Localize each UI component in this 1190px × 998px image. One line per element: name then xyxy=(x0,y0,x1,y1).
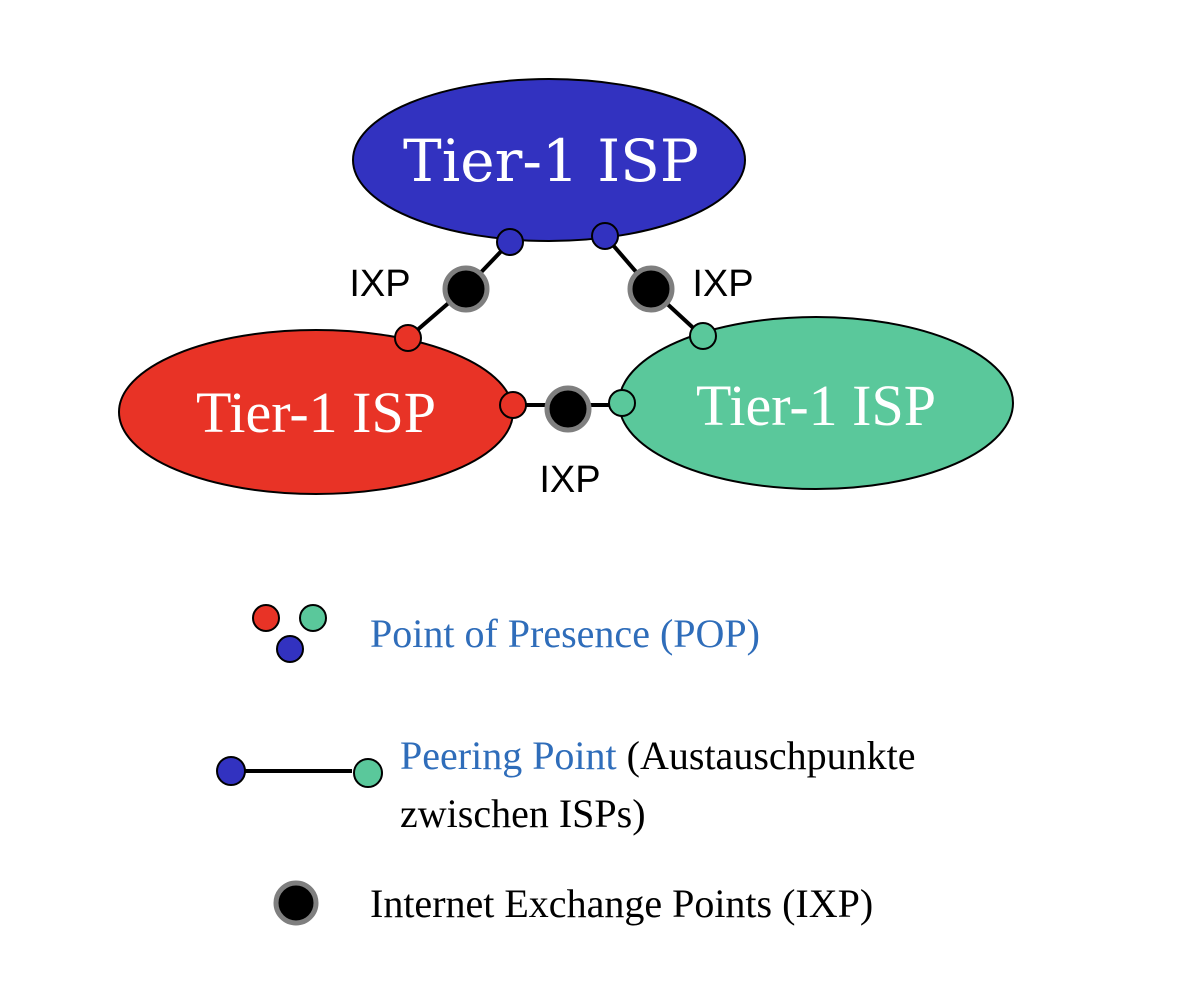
pop-left-right xyxy=(499,391,527,419)
legend-peering-blue-icon xyxy=(216,756,246,786)
legend-ixp-icon xyxy=(273,880,319,926)
legend-pop-green-icon xyxy=(299,604,327,632)
legend-peering-label-rest: (Austausch­punkte xyxy=(616,733,916,778)
legend-peering-green-icon xyxy=(353,758,383,788)
ixp-top-right-label: IXP xyxy=(692,263,753,305)
legend-peering-line1: Peering Point (Austausch­punkte xyxy=(400,732,916,780)
pop-right-left xyxy=(608,389,636,417)
pop-left-top xyxy=(394,324,422,352)
legend-pop-blue-icon xyxy=(276,635,304,663)
isp-top-label: Tier-1 ISP xyxy=(403,127,699,195)
pop-top-left xyxy=(496,228,524,256)
legend-pop-red-icon xyxy=(252,604,280,632)
ixp-top-left-icon xyxy=(442,265,490,313)
pop-top-right xyxy=(591,222,619,250)
isp-right-label: Tier-1 ISP xyxy=(696,373,936,438)
ixp-bottom-label: IXP xyxy=(539,459,600,501)
legend-peering-line2: zwischen ISPs) xyxy=(400,791,646,836)
pop-right-top xyxy=(689,322,717,350)
legend-pop-label: Point of Presence (POP) xyxy=(370,611,760,656)
legend-peering-label-blue: Peering Point xyxy=(400,733,617,778)
isp-top-ellipse xyxy=(352,78,746,242)
ixp-bottom-icon xyxy=(544,385,592,433)
ixp-top-right-icon xyxy=(627,265,675,313)
isp-left-label: Tier-1 ISP xyxy=(196,380,436,445)
ixp-top-left-label: IXP xyxy=(349,263,410,305)
legend-ixp-label: Internet Exchange Points (IXP) xyxy=(370,881,874,926)
